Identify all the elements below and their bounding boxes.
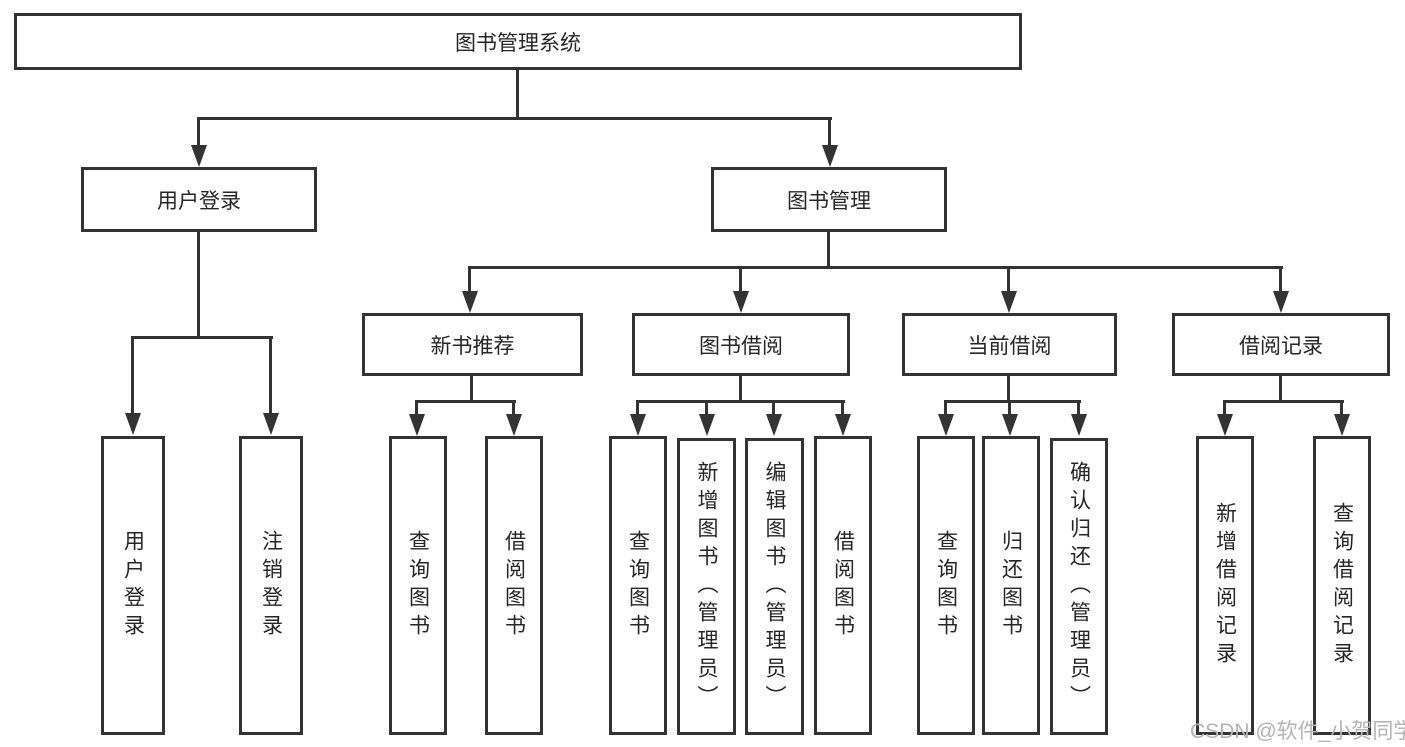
connector-stem xyxy=(1279,376,1282,403)
arrow-head xyxy=(1334,414,1350,436)
node-label: 图书管理 xyxy=(787,189,871,213)
leaf-confirm-return-admin: 确认归还（管理员） xyxy=(1050,438,1108,735)
arrow-head xyxy=(630,414,646,436)
connector-stem xyxy=(512,400,515,416)
node-label: 新书推荐 xyxy=(430,334,515,358)
leaf-user-login: 用户登录 xyxy=(101,436,165,735)
csdn-watermark: CSDN @软件_小贺同学 xyxy=(1190,720,1405,743)
connector-bar xyxy=(1223,400,1344,403)
leaf-edit-books-admin: 编辑图书（管理员） xyxy=(745,438,804,735)
leaf-search-borrow-record: 查询借阅记录 xyxy=(1313,436,1371,735)
arrow-head xyxy=(462,291,478,313)
connector-stem xyxy=(1007,266,1010,293)
leaf-search-books-recommend: 查询图书 xyxy=(389,436,447,735)
connector-stem xyxy=(470,376,473,403)
arrow-head xyxy=(835,414,851,436)
arrow-head xyxy=(733,291,749,313)
node-borrowing-records: 借阅记录 xyxy=(1172,313,1390,376)
connector-stem xyxy=(705,400,708,416)
node-label: 图书借阅 xyxy=(699,334,783,358)
node-label: 图书管理系统 xyxy=(455,31,581,55)
connector-stem xyxy=(1340,400,1343,416)
connector-bar xyxy=(944,400,1081,403)
arrow-head xyxy=(1001,291,1017,313)
connector-stem xyxy=(269,336,272,415)
connector-stem xyxy=(1223,400,1226,416)
leaf-borrow-books-recommend: 借阅图书 xyxy=(485,436,543,735)
arrow-head xyxy=(1217,414,1233,436)
connector-stem xyxy=(739,266,742,293)
connector-stem xyxy=(197,232,200,338)
arrow-head xyxy=(822,145,838,167)
arrow-head xyxy=(506,414,522,436)
connector-stem xyxy=(1007,376,1010,403)
arrow-head xyxy=(263,413,279,435)
arrow-head xyxy=(125,413,141,435)
arrow-head xyxy=(1273,291,1289,313)
leaf-label: 新增图书（管理员） xyxy=(695,460,719,713)
node-label: 借阅记录 xyxy=(1239,334,1323,358)
connector-bar xyxy=(636,400,845,403)
node-label: 用户登录 xyxy=(157,189,241,213)
leaf-add-books-admin: 新增图书（管理员） xyxy=(677,438,736,735)
connector-stem xyxy=(468,266,471,293)
connector-stem xyxy=(636,400,639,416)
connector-bar xyxy=(469,266,1283,269)
connector-stem xyxy=(827,232,830,268)
node-book-borrowing: 图书借阅 xyxy=(632,313,850,376)
connector-stem xyxy=(944,400,947,416)
connector-stem xyxy=(131,336,134,415)
arrow-head xyxy=(409,414,425,436)
connector-bar xyxy=(198,117,832,120)
arrow-head xyxy=(938,414,954,436)
connector-stem xyxy=(415,400,418,416)
connector-stem xyxy=(1279,266,1282,293)
arrow-head xyxy=(1071,414,1087,436)
leaf-label: 借阅图书 xyxy=(502,529,526,642)
node-current-borrowing: 当前借阅 xyxy=(902,313,1117,376)
connector-stem xyxy=(516,70,519,120)
leaf-add-borrow-record: 新增借阅记录 xyxy=(1196,436,1254,735)
leaf-label: 编辑图书（管理员） xyxy=(763,460,787,713)
leaf-label: 借阅图书 xyxy=(831,529,855,642)
leaf-borrow-books: 借阅图书 xyxy=(814,436,872,735)
arrow-head xyxy=(699,414,715,436)
node-library-management-system: 图书管理系统 xyxy=(14,13,1022,70)
leaf-label: 查询借阅记录 xyxy=(1330,501,1354,670)
leaf-search-books-current: 查询图书 xyxy=(917,436,975,735)
arrow-head xyxy=(191,145,207,167)
connector-bar xyxy=(132,336,273,339)
connector-stem xyxy=(1008,400,1011,416)
connector-stem xyxy=(828,117,831,147)
connector-stem xyxy=(1077,400,1080,416)
node-book-management: 图书管理 xyxy=(711,167,947,232)
connector-stem xyxy=(841,400,844,416)
node-user-login: 用户登录 xyxy=(81,167,317,232)
connector-bar xyxy=(415,400,516,403)
connector-stem xyxy=(772,400,775,416)
leaf-search-books-borrowing: 查询图书 xyxy=(609,436,667,735)
leaf-label: 归还图书 xyxy=(999,529,1023,642)
connector-stem xyxy=(197,117,200,147)
node-new-book-recommend: 新书推荐 xyxy=(362,313,583,376)
leaf-label: 查询图书 xyxy=(406,529,430,642)
leaf-label: 注销登录 xyxy=(259,529,283,642)
leaf-label: 新增借阅记录 xyxy=(1213,501,1237,670)
leaf-label: 查询图书 xyxy=(934,529,958,642)
leaf-label: 用户登录 xyxy=(121,529,145,642)
leaf-label: 确认归还（管理员） xyxy=(1067,460,1091,713)
leaf-label: 查询图书 xyxy=(626,529,650,642)
connector-stem xyxy=(739,376,742,403)
node-label: 当前借阅 xyxy=(967,334,1052,358)
leaf-logout: 注销登录 xyxy=(239,436,303,735)
leaf-return-books: 归还图书 xyxy=(982,436,1040,735)
arrow-head xyxy=(766,414,782,436)
arrow-head xyxy=(1002,414,1018,436)
